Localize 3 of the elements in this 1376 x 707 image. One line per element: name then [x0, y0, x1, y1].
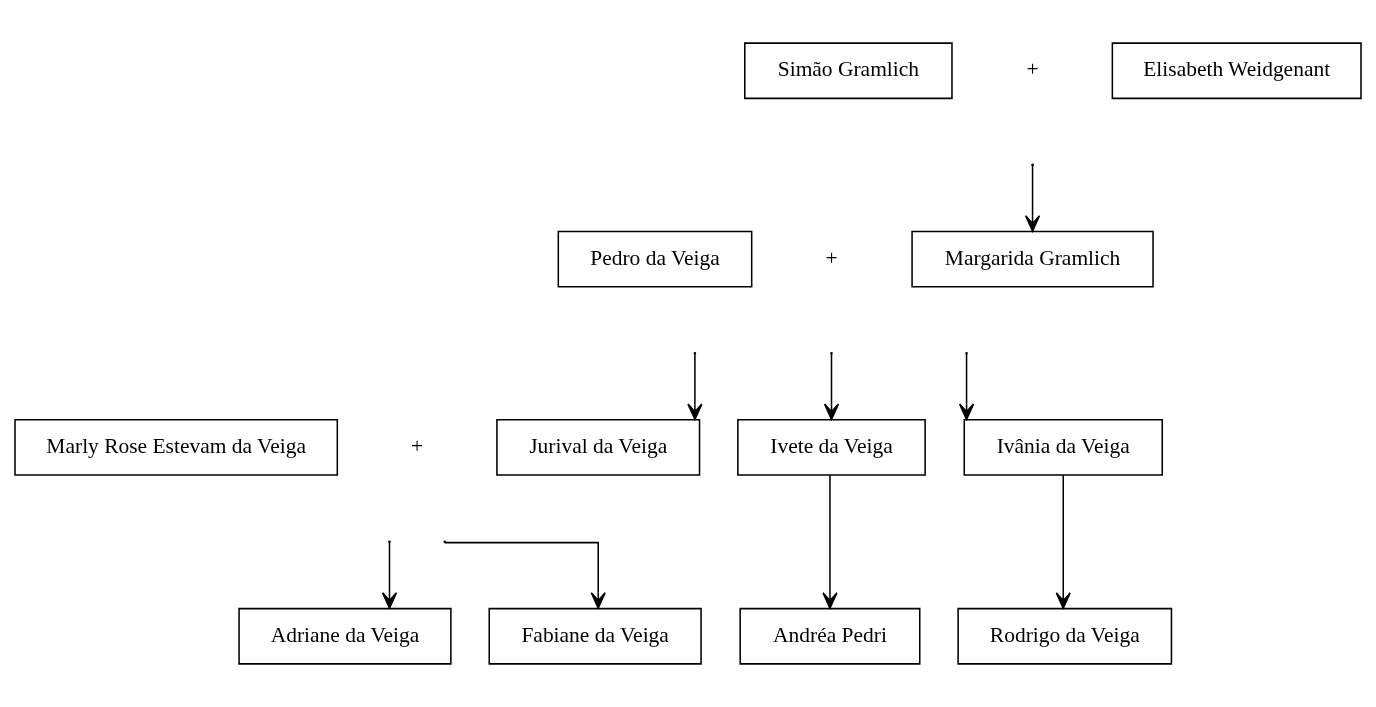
label: + [1026, 57, 1039, 82]
label: + [825, 245, 838, 270]
label: + [411, 434, 424, 459]
